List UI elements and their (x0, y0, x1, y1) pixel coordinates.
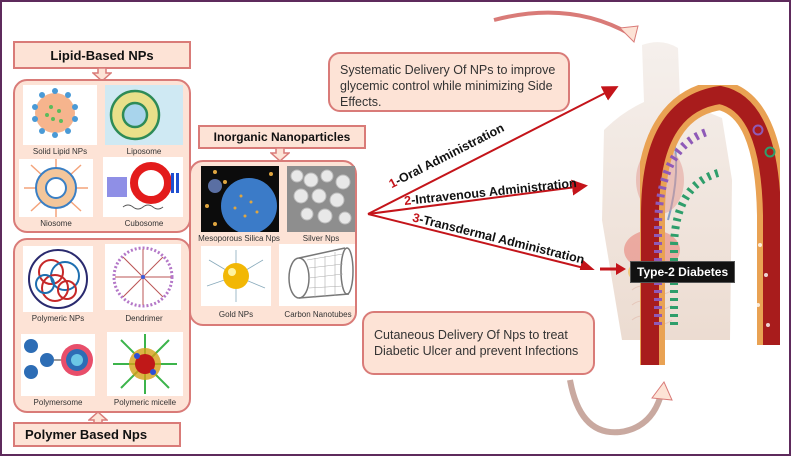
polymeric-micelle-label: Polymeric micelle (113, 398, 177, 407)
dendrimer-label: Dendrimer (125, 314, 163, 323)
polymeric-np-illustration (23, 246, 93, 312)
intravenous-route-arrow (367, 179, 588, 215)
solid-lipid-np-illustration (23, 85, 97, 145)
cubosome-illustration (103, 157, 183, 217)
mesoporous-silica-illustration (201, 166, 279, 232)
insulin-icon (764, 146, 776, 158)
lipid-panel: Solid Lipid NPs Liposome Niosome Cubosom… (13, 79, 191, 233)
glucose-icon (752, 124, 764, 136)
inorganic-title: Inorganic Nanoparticles (198, 125, 366, 149)
liposome-illustration (105, 85, 183, 145)
carbon-nanotube-illustration (279, 244, 355, 306)
transdermal-route-arrow (367, 213, 596, 270)
liposome-label: Liposome (126, 147, 162, 156)
route-arrows (367, 86, 619, 270)
carbon-nanotube-label: Carbon Nanotubes (284, 310, 352, 319)
cubosome-label: Cubosome (124, 219, 164, 228)
cutaneous-delivery-note: Cutaneous Delivery Of Nps to treat Diabe… (362, 311, 595, 375)
silver-np-label: Silver Nps (302, 234, 340, 243)
inorganic-down-arrow-icon (270, 148, 290, 162)
lipid-title: Lipid-Based NPs (13, 41, 191, 69)
diabetes-pointer-arrow-icon (600, 263, 626, 275)
polymer-panel: Polymeric NPs Dendrimer Polymersome Poly… (13, 238, 191, 413)
lipid-down-arrow-icon (92, 68, 112, 82)
mesoporous-silica-label: Mesoporous Silica Nps (198, 234, 280, 243)
curved-arrow-bottom-icon (567, 379, 673, 436)
niosome-illustration (19, 159, 93, 217)
type2-diabetes-label: Type-2 Diabetes (630, 261, 736, 283)
polymer-title: Polymer Based Nps (13, 422, 181, 447)
silver-np-illustration (287, 166, 355, 232)
solid-lipid-np-label: Solid Lipid NPs (32, 147, 88, 156)
blood-vessel-illustration (640, 85, 780, 365)
oral-route-arrow (367, 86, 619, 215)
gold-np-label: Gold NPs (218, 310, 254, 319)
curved-arrow-top-icon (493, 10, 639, 43)
polymersome-illustration (21, 334, 95, 396)
polymeric-np-label: Polymeric NPs (31, 314, 85, 323)
polymersome-label: Polymersome (33, 398, 83, 407)
gold-np-illustration (201, 246, 271, 306)
niosome-label: Niosome (40, 219, 72, 228)
dendrimer-illustration (105, 244, 181, 310)
polymeric-micelle-illustration (107, 332, 183, 396)
systemic-delivery-note: Systematic Delivery Of NPs to improve gl… (328, 52, 570, 112)
inorganic-panel: Mesoporous Silica Nps Silver Nps Gold NP… (189, 160, 357, 326)
